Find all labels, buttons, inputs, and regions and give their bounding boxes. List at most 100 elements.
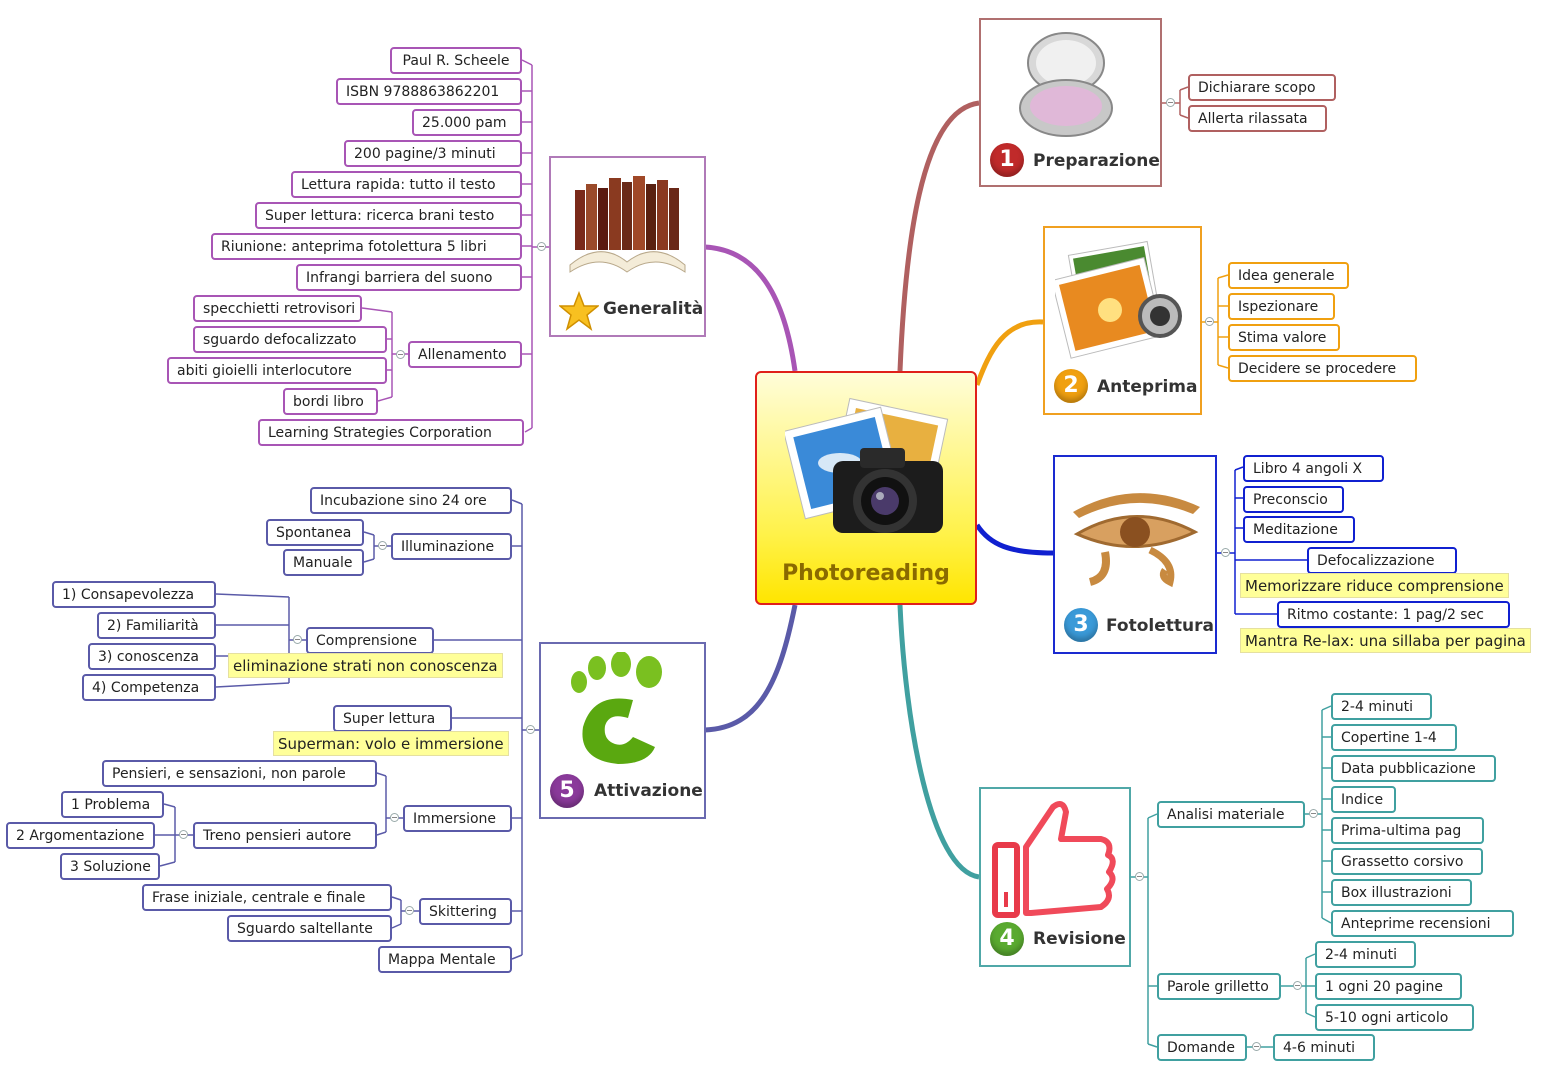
leaf-item[interactable]: bordi libro [283, 388, 378, 415]
central-title: Photoreading [782, 561, 950, 586]
leaf-item[interactable]: Anteprime recensioni [1331, 910, 1514, 937]
collapse-toggle[interactable] [1309, 809, 1318, 818]
topic-fotolettura[interactable]: 3 Fotolettura [1053, 455, 1217, 654]
leaf-item[interactable]: Dichiarare scopo [1188, 74, 1336, 101]
collapse-toggle[interactable] [378, 541, 387, 550]
leaf-item[interactable]: Paul R. Scheele [390, 47, 522, 74]
leaf-item[interactable]: Box illustrazioni [1331, 879, 1472, 906]
leaf-item[interactable]: Prima-ultima pag [1331, 817, 1484, 844]
collapse-toggle[interactable] [526, 725, 535, 734]
leaf-item[interactable]: Defocalizzazione [1307, 547, 1457, 574]
topic-attivazione[interactable]: 5 Attivazione [539, 642, 706, 819]
note-box: Mantra Re-lax: una sillaba per pagina [1240, 628, 1531, 653]
collapse-toggle[interactable] [179, 830, 188, 839]
leaf-item[interactable]: Skittering [419, 898, 512, 925]
central-topic[interactable]: Photoreading [755, 371, 977, 605]
leaf-item[interactable]: 1) Consapevolezza [52, 581, 216, 608]
leaf-item[interactable]: Infrangi barriera del suono [296, 264, 522, 291]
leaf-item[interactable]: Immersione [403, 805, 512, 832]
leaf-item[interactable]: ISBN 9788863862201 [336, 78, 522, 105]
topic-title: Fotolettura [1106, 616, 1214, 636]
collapse-toggle[interactable] [1293, 981, 1302, 990]
collapse-toggle[interactable] [390, 813, 399, 822]
leaf-item[interactable]: Copertine 1-4 [1331, 724, 1457, 751]
leaf-item[interactable]: Libro 4 angoli X [1243, 455, 1384, 482]
collapse-toggle[interactable] [1252, 1042, 1261, 1051]
collapse-toggle[interactable] [1166, 98, 1175, 107]
collapse-toggle[interactable] [1221, 548, 1230, 557]
leaf-item[interactable]: Sguardo saltellante [227, 915, 392, 942]
leaf-item[interactable]: abiti gioielli interlocutore [167, 357, 387, 384]
leaf-item[interactable]: Incubazione sino 24 ore [310, 487, 512, 514]
leaf-item[interactable]: Domande [1157, 1034, 1247, 1061]
leaf-item[interactable]: Parole grilletto [1157, 973, 1281, 1000]
branch-curve-generalita [704, 244, 798, 372]
leaf-item[interactable]: Lettura rapida: tutto il testo [291, 171, 522, 198]
topic-title: Anteprima [1097, 377, 1198, 397]
leaf-item[interactable]: Ritmo costante: 1 pag/2 sec [1277, 601, 1510, 628]
leaf-item[interactable]: Analisi materiale [1157, 801, 1305, 828]
leaf-item[interactable]: Meditazione [1243, 516, 1355, 543]
leaf-item[interactable]: Indice [1331, 786, 1396, 813]
topic-revisione[interactable]: 4 Revisione [979, 787, 1131, 967]
leaf-item[interactable]: 3) conoscenza [88, 643, 216, 670]
leaf-item[interactable]: Spontanea [266, 519, 364, 546]
leaf-item[interactable]: Pensieri, e sensazioni, non parole [102, 760, 377, 787]
note-box: Memorizzare riduce comprensione [1240, 573, 1509, 598]
topic-generalita[interactable]: Generalità [549, 156, 706, 337]
leaf-item[interactable]: Data pubblicazione [1331, 755, 1496, 782]
topic-title: Preparazione [1033, 151, 1160, 171]
leaf-item[interactable]: specchietti retrovisori [193, 295, 362, 322]
number-badge: 3 [1064, 608, 1098, 642]
photo-preview-icon [1055, 240, 1182, 359]
camera-photos-icon [785, 397, 949, 533]
collapse-toggle[interactable] [293, 635, 302, 644]
number-badge: 1 [990, 143, 1024, 177]
leaf-item[interactable]: Treno pensieri autore [193, 822, 377, 849]
leaf-item[interactable]: Idea generale [1228, 262, 1349, 289]
leaf-item[interactable]: Ispezionare [1228, 293, 1335, 320]
collapse-toggle[interactable] [405, 906, 414, 915]
leaf-item[interactable]: Preconscio [1243, 486, 1344, 513]
leaf-item[interactable]: Stima valore [1228, 324, 1340, 351]
leaf-item[interactable]: Decidere se procedere [1228, 355, 1417, 382]
leaf-item[interactable]: 5-10 ogni articolo [1315, 1004, 1474, 1031]
leaf-item[interactable]: 4) Competenza [82, 674, 216, 701]
note-box: eliminazione strati non conoscenza [228, 653, 503, 678]
topic-title: Generalità [603, 299, 704, 319]
leaf-item[interactable]: Manuale [283, 549, 364, 576]
leaf-item[interactable]: Grassetto corsivo [1331, 848, 1483, 875]
leaf-item[interactable]: 25.000 pam [412, 109, 522, 136]
leaf-item[interactable]: 200 pagine/3 minuti [344, 140, 522, 167]
leaf-item[interactable]: sguardo defocalizzato [193, 326, 387, 353]
leaf-item[interactable]: 2-4 minuti [1331, 693, 1432, 720]
branch-curve-preparazione [897, 100, 980, 372]
leaf-item[interactable]: 2) Familiarità [97, 612, 216, 639]
leaf-item[interactable]: Mappa Mentale [378, 946, 512, 973]
leaf-item[interactable]: 2-4 minuti [1315, 941, 1416, 968]
branch-curve-fotolettura [974, 523, 1054, 556]
leaf-item[interactable]: Comprensione [306, 627, 434, 654]
collapse-toggle[interactable] [537, 242, 546, 251]
leaf-item[interactable]: Illuminazione [391, 533, 512, 560]
collapse-toggle[interactable] [1135, 872, 1144, 881]
topic-title: Revisione [1033, 929, 1126, 949]
leaf-item[interactable]: Riunione: anteprima fotolettura 5 libri [211, 233, 522, 260]
leaf-item[interactable]: Allenamento [408, 341, 522, 368]
leaf-item[interactable]: 1 Problema [61, 791, 164, 818]
books-icon [569, 176, 686, 273]
leaf-item[interactable]: Super lettura: ricerca brani testo [255, 202, 522, 229]
leaf-item[interactable]: 3 Soluzione [60, 853, 160, 880]
topic-anteprima[interactable]: 2 Anteprima [1043, 226, 1202, 415]
leaf-item[interactable]: Allerta rilassata [1188, 105, 1327, 132]
topic-preparazione[interactable]: 1 Preparazione [979, 18, 1162, 187]
leaf-item[interactable]: Frase iniziale, centrale e finale [142, 884, 392, 911]
leaf-item[interactable]: 2 Argomentazione [6, 822, 155, 849]
collapse-toggle[interactable] [396, 350, 405, 359]
fotolettura-connectors [1217, 466, 1307, 615]
leaf-item[interactable]: 1 ogni 20 pagine [1315, 973, 1462, 1000]
leaf-item[interactable]: 4-6 minuti [1273, 1034, 1375, 1061]
leaf-item[interactable]: Learning Strategies Corporation [258, 419, 524, 446]
leaf-item[interactable]: Super lettura [333, 705, 452, 732]
collapse-toggle[interactable] [1205, 317, 1214, 326]
